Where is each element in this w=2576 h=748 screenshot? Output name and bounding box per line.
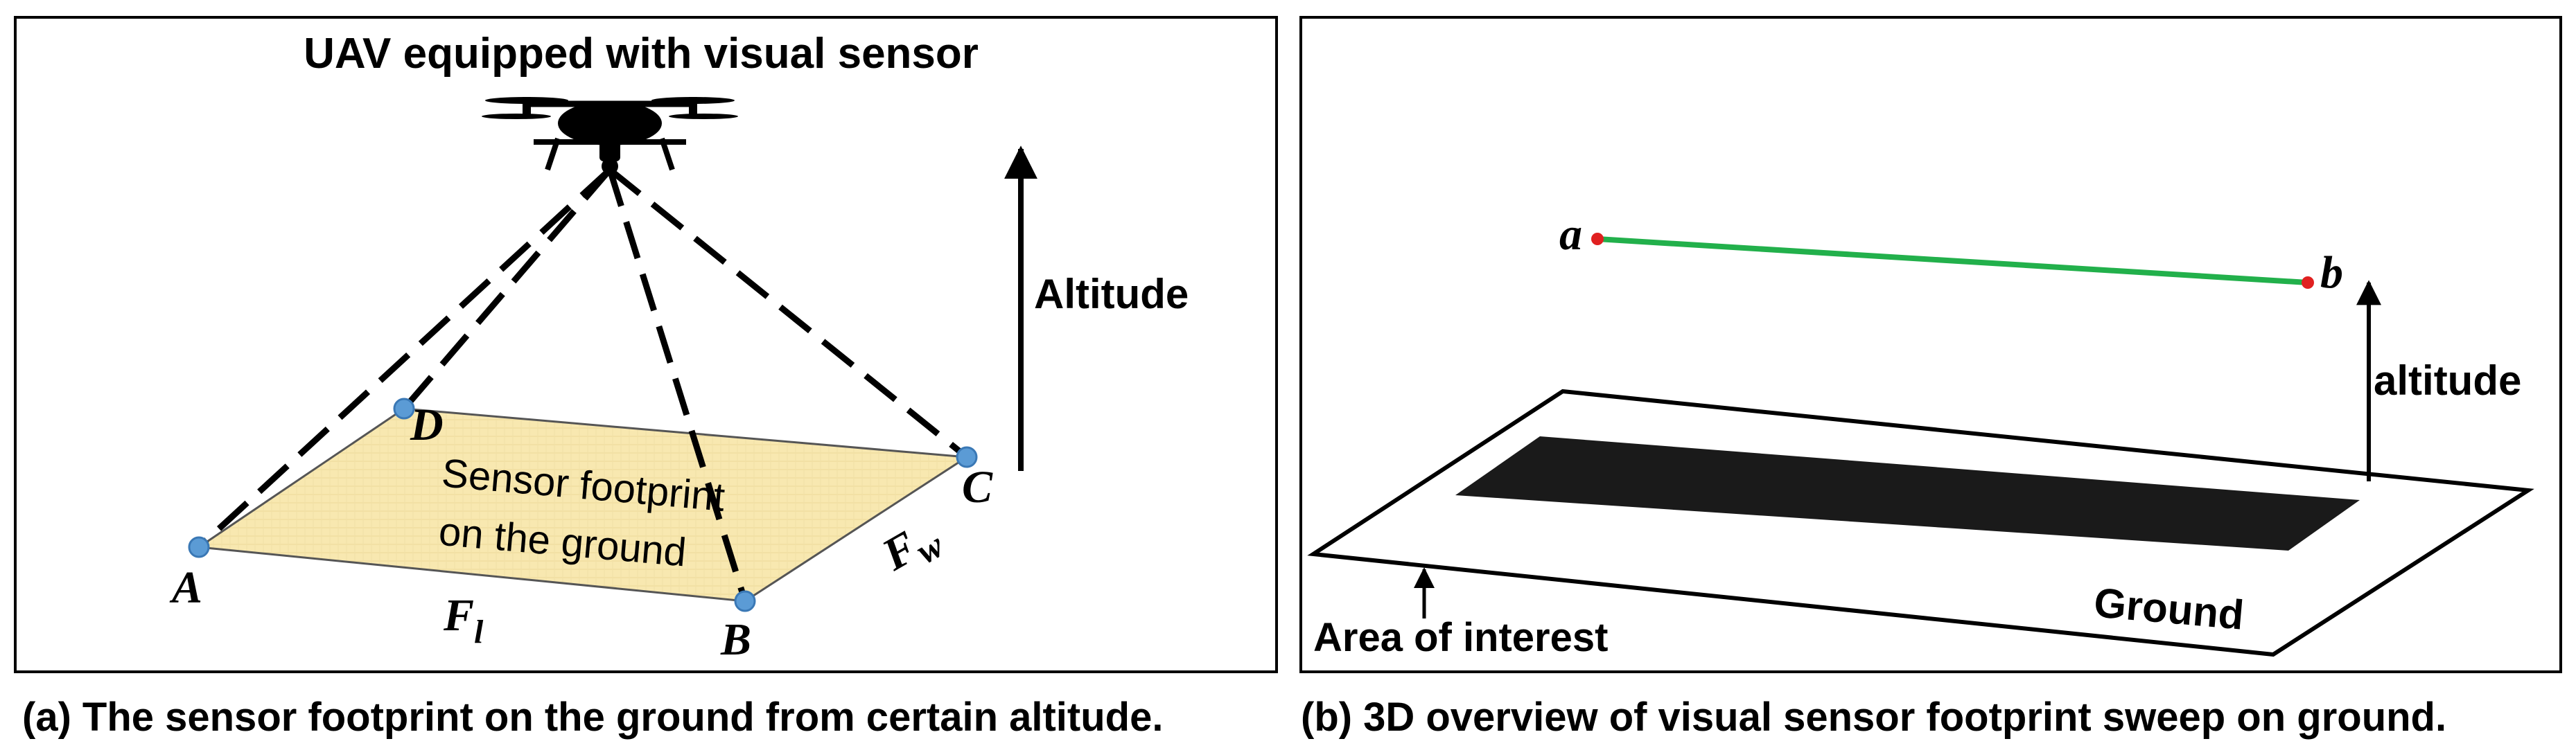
caption-a: (a)The sensor footprint on the ground fr… [22, 695, 1163, 740]
corner-label-b: B [720, 614, 751, 665]
altitude-label-b: altitude [2374, 357, 2521, 404]
panel-b: a b altitude Area of interest Ground [1299, 16, 2562, 673]
uav-label: UAV equipped with visual sensor [304, 30, 979, 78]
area-of-interest-label: Area of interest [1313, 615, 1608, 660]
altitude-label: Altitude [1034, 271, 1189, 317]
corner-point-b [734, 590, 756, 612]
caption-b-text: 3D overview of visual sensor footprint s… [1363, 695, 2446, 740]
corner-label-d: D [410, 400, 444, 450]
corner-points [188, 398, 978, 612]
caption-b-marker: (b) [1301, 695, 1352, 740]
point-b-label: b [2320, 247, 2343, 298]
point-a [1591, 233, 1604, 245]
point-a-label: a [1559, 209, 1582, 260]
corner-point-c [956, 446, 978, 468]
corner-label-a: A [169, 562, 202, 613]
corner-point-d [393, 398, 415, 420]
point-b [2302, 276, 2314, 289]
drone-icon [482, 97, 738, 175]
projection-lines [196, 167, 969, 603]
area-of-interest [1455, 436, 2360, 551]
sweep-line [1597, 236, 2308, 285]
caption-b: (b)3D overview of visual sensor footprin… [1301, 695, 2446, 740]
corner-label-c: C [962, 462, 993, 513]
caption-a-marker: (a) [22, 695, 71, 740]
corner-point-a [188, 536, 210, 558]
footprint-length-label: Fl [443, 590, 484, 650]
caption-a-text: The sensor footprint on the ground from … [82, 695, 1164, 740]
panel-a: UAV equipped with visual sensor S [14, 16, 1278, 673]
